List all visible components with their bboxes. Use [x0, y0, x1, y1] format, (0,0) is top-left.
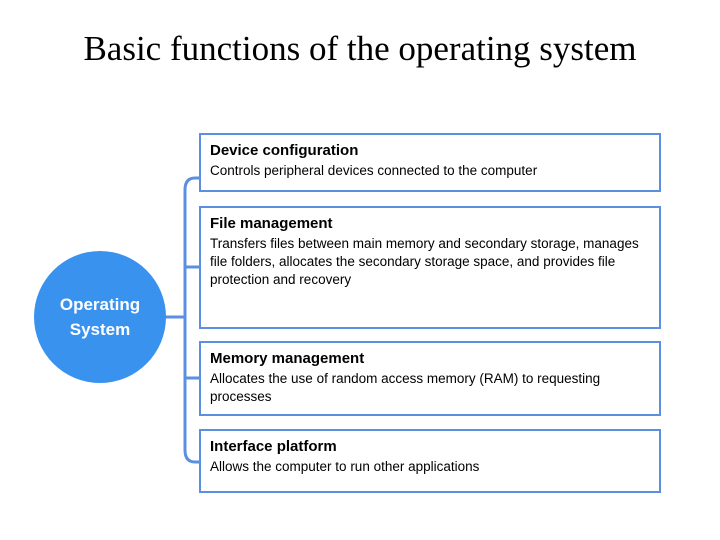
function-box-description: Controls peripheral devices connected to…	[210, 163, 538, 178]
function-box-description: Allocates the use of random access memor…	[210, 371, 601, 404]
function-box-file-management[interactable]: File management Transfers files between …	[199, 206, 661, 329]
os-node-line-1: Operating	[59, 295, 141, 314]
function-box-description: Allows the computer to run other applica…	[210, 459, 480, 474]
connector-spine	[183, 176, 199, 464]
operating-system-node[interactable]: Operating System	[34, 251, 166, 383]
function-box-interface-platform[interactable]: Interface platform Allows the computer t…	[199, 429, 661, 493]
function-box-title: Interface platform	[210, 438, 337, 455]
function-box-device-configuration[interactable]: Device configuration Controls peripheral…	[199, 133, 661, 192]
os-node-line-2: System	[69, 320, 131, 339]
page-title: Basic functions of the operating system	[83, 29, 637, 68]
function-box-title: File management	[210, 215, 333, 232]
function-box-description: Transfers files between main memory and …	[210, 236, 639, 287]
function-box-title: Device configuration	[210, 142, 359, 159]
function-box-title: Memory management	[210, 350, 365, 367]
function-box-memory-management[interactable]: Memory management Allocates the use of r…	[199, 341, 661, 416]
